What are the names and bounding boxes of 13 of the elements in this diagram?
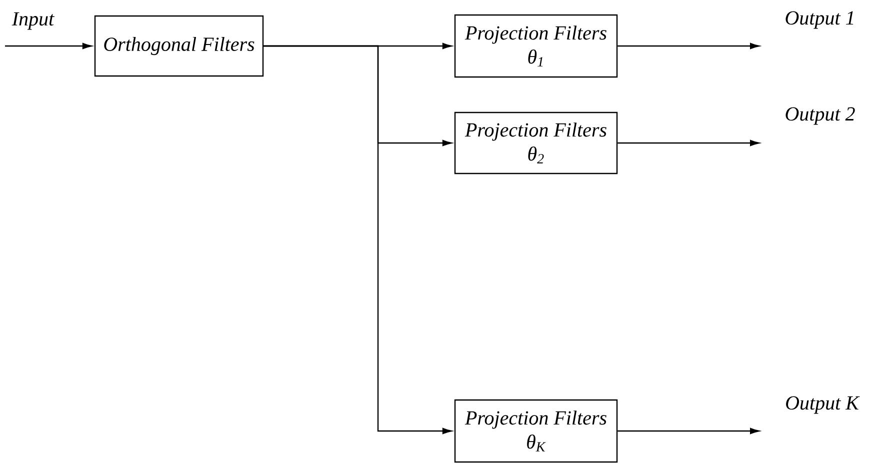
- arrow: [618, 428, 760, 434]
- filter-box: Projection Filters θ$_{2}$: [454, 112, 618, 174]
- filter-box: Projection Filters θ$_{1}$: [454, 14, 618, 78]
- filter-box: Orthogonal Filters: [94, 15, 264, 77]
- arrow: [618, 42, 760, 50]
- arrow: [618, 140, 760, 146]
- arrow: [5, 42, 92, 50]
- io-label: Output 1: [786, 11, 854, 29]
- filter-box: Projection Filters θ$_{K}$: [454, 399, 618, 463]
- io-label: Input: [12, 12, 55, 30]
- io-label: Output 2: [786, 107, 855, 125]
- io-label: Output K: [786, 396, 860, 414]
- arrow: [264, 45, 452, 434]
